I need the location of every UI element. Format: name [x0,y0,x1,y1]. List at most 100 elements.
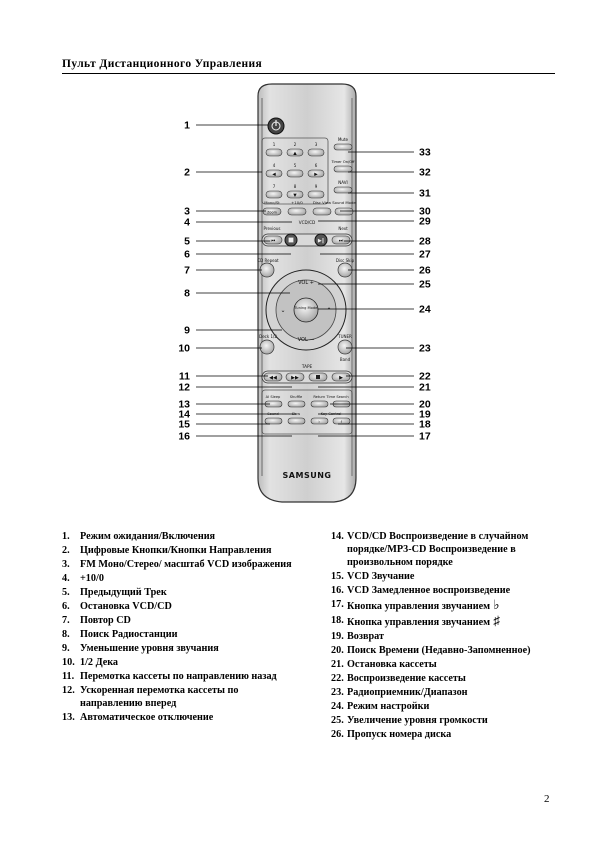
tape-play-button [331,372,351,382]
arrow-icon: ◀ [272,173,276,178]
callout-number: 14 [178,409,190,421]
callout-number: 29 [419,216,431,228]
legend-left: 1. Режим ожидания/Включения 2.Цифровые Кно… [62,530,292,725]
legend-number: 15. [331,571,344,582]
timer-label: Timer On/Off [330,160,355,164]
callout-number: 4 [184,217,190,229]
legend-text-body: Перемотка кассеты по направлению назад [80,671,277,682]
tuning-mode-label: Tuning Mode [294,306,318,310]
legend-item: 2.Цифровые Кнопки/Кнопки Направления [62,544,292,557]
legend-number: 18. [331,615,344,626]
legend-number: 17. [331,599,344,610]
legend-text-body: +10/0 [80,573,104,584]
legend-number: 1. [62,531,70,542]
legend-number: 23. [331,687,344,698]
legend-number: 25. [331,715,344,726]
legend-text: Автоматическое отключение [80,711,292,724]
band-label: Band [340,357,351,362]
page-number: 2 [544,793,550,805]
legend-text-body: Режим ожидания/Включения [80,531,216,542]
callout-number: 30 [419,206,431,218]
digit-label: 2 [294,142,297,147]
digit-button [286,190,304,199]
legend-item: 7.Повтор CD [62,614,292,627]
legend-text: Воспроизведение кассеты [347,672,561,685]
legend-item: 11.Перемотка кассеты по направлению наза… [62,670,292,683]
tape-label: TAPE [301,364,313,369]
mono-label: Mono/St [264,200,280,205]
legend-text: Повтор CD [80,614,292,627]
legend-item: 9.Уменьшение уровня звучания [62,642,292,655]
sound-mode-button [334,207,354,216]
return-button [310,400,329,408]
legend-item: 12.Ускоренная перемотка кассеты по напра… [62,684,292,710]
legend-text: Возврат [347,630,561,643]
tuning-mode-button [293,297,319,323]
legend-text-body: Предыдущий Трек [80,587,167,598]
legend-text-body: Кнопка управления звучанием [347,601,491,612]
brand-logo: SAMSUNG [283,471,332,480]
legend-text: Увеличение уровня громкости [347,714,561,727]
legend-number: 21. [331,659,344,670]
callout-number: 22 [419,371,431,383]
vcd-play-pause-button [314,233,328,247]
callout-number: 21 [419,382,431,394]
shuffle-label: Shuffle [290,395,303,399]
legend-number: 22. [331,673,344,684]
figure-part [261,370,353,384]
legend-item: 18.Кнопка управления звучанием ♯ [331,614,561,629]
keypad-panel [261,137,329,205]
callout-number: 7 [184,265,190,277]
figure-part [261,389,353,435]
digit-button [307,148,325,157]
previous-button [263,235,283,245]
mute-label: Mute [338,137,349,142]
legend-number: 8. [62,629,70,640]
power-button [267,117,285,135]
digit-button [307,169,325,178]
callout-number: 2 [184,167,190,179]
tape-rewind-button [263,372,283,382]
digit-label: 8 [294,184,297,189]
cd-repeat-label: CD Repeat [257,258,279,263]
callout-number: 8 [184,288,190,300]
sharp-icon: ♯ [341,419,343,424]
legend-text: Перемотка кассеты по направлению назад [80,670,292,683]
play-pause-icon: ▶‖ [318,238,324,244]
legend-text: Кнопка управления звучанием ♯ [347,614,561,629]
legend-item: 25.Увеличение уровня громкости [331,714,561,727]
next-icon: ⏭ [339,238,344,244]
legend-item: 16.VCD Замедленное воспроизведение [331,584,561,597]
previous-icon: ⏮ [271,238,276,244]
disc-skip-label: Disc Skip [336,258,355,263]
legend-text-body: Режим настройки [347,701,430,712]
legend-text: +10/0 [80,572,292,585]
arrow-icon: ▼ [293,194,297,199]
arrow-icon: ▶ [314,173,318,178]
deck-label: Deck 1/2 [259,334,277,339]
legend-text-body: Пропуск номера диска [347,729,452,740]
tape-play-icon: ▶ [339,375,343,381]
tune-down-icon: ⌄ [280,307,285,314]
legend-number: 13. [62,712,75,723]
digit-label: 5 [294,163,297,168]
transport-row: Previous Next ⏮ ▶‖ ⏭ [261,226,353,247]
legend-item: 6.Остановка VCD/CD [62,600,292,613]
legend-number: 3. [62,559,70,570]
digit-label: 3 [315,142,318,147]
legend-text: Остановка кассеты [347,658,561,671]
callout-number: 33 [419,147,431,159]
callout-number: 13 [178,399,190,411]
legend-item: 24.Режим настройки [331,700,561,713]
callout-number: 10 [178,343,190,355]
sharp-icon: ♯ [490,613,500,628]
legend-text-body: VCD Звучание [347,571,415,582]
legend-text-body: Возврат [347,631,384,642]
zoom-label: Zoom [267,211,277,215]
figure-part [333,143,353,151]
legend-text: VCD Замедленное воспроизведение [347,584,561,597]
next-label: Next [338,226,348,231]
digit-button [286,169,304,178]
legend-text: VCD/CD Воспроизведение в случайном поряд… [347,530,561,569]
